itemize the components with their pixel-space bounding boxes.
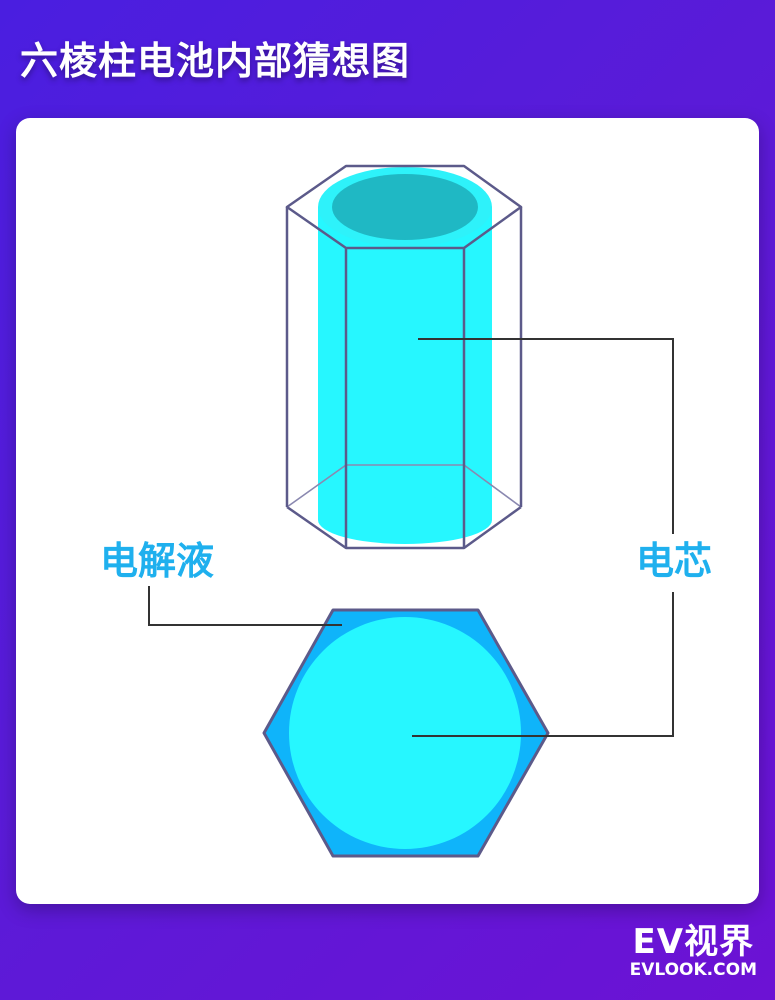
cell-core-cylinder-body <box>318 207 492 520</box>
watermark-domain: EVLOOK.COM <box>629 960 757 980</box>
cell-core-cylinder-bottom <box>318 496 492 544</box>
cell-core-cylinder-top <box>332 174 478 240</box>
leader-line-electrolyte <box>148 586 342 626</box>
watermark-logo: EV视界 EVLOOK.COM <box>630 924 757 980</box>
watermark-brand: EV视界 <box>632 922 755 962</box>
prism-bottom-back-edges <box>286 464 522 508</box>
cross-section-core-circle <box>289 617 521 849</box>
leader-line-core-bottom <box>412 592 674 737</box>
prism-bottom-front-edges <box>286 505 522 550</box>
hexagonal-prism <box>285 164 523 550</box>
cross-section <box>262 608 550 858</box>
label-cell-core: 电芯 <box>636 539 713 583</box>
leader-line-core-top <box>418 338 674 534</box>
label-electrolyte: 电解液 <box>100 539 215 583</box>
page-title: 六棱柱电池内部猜想图 <box>20 39 411 83</box>
